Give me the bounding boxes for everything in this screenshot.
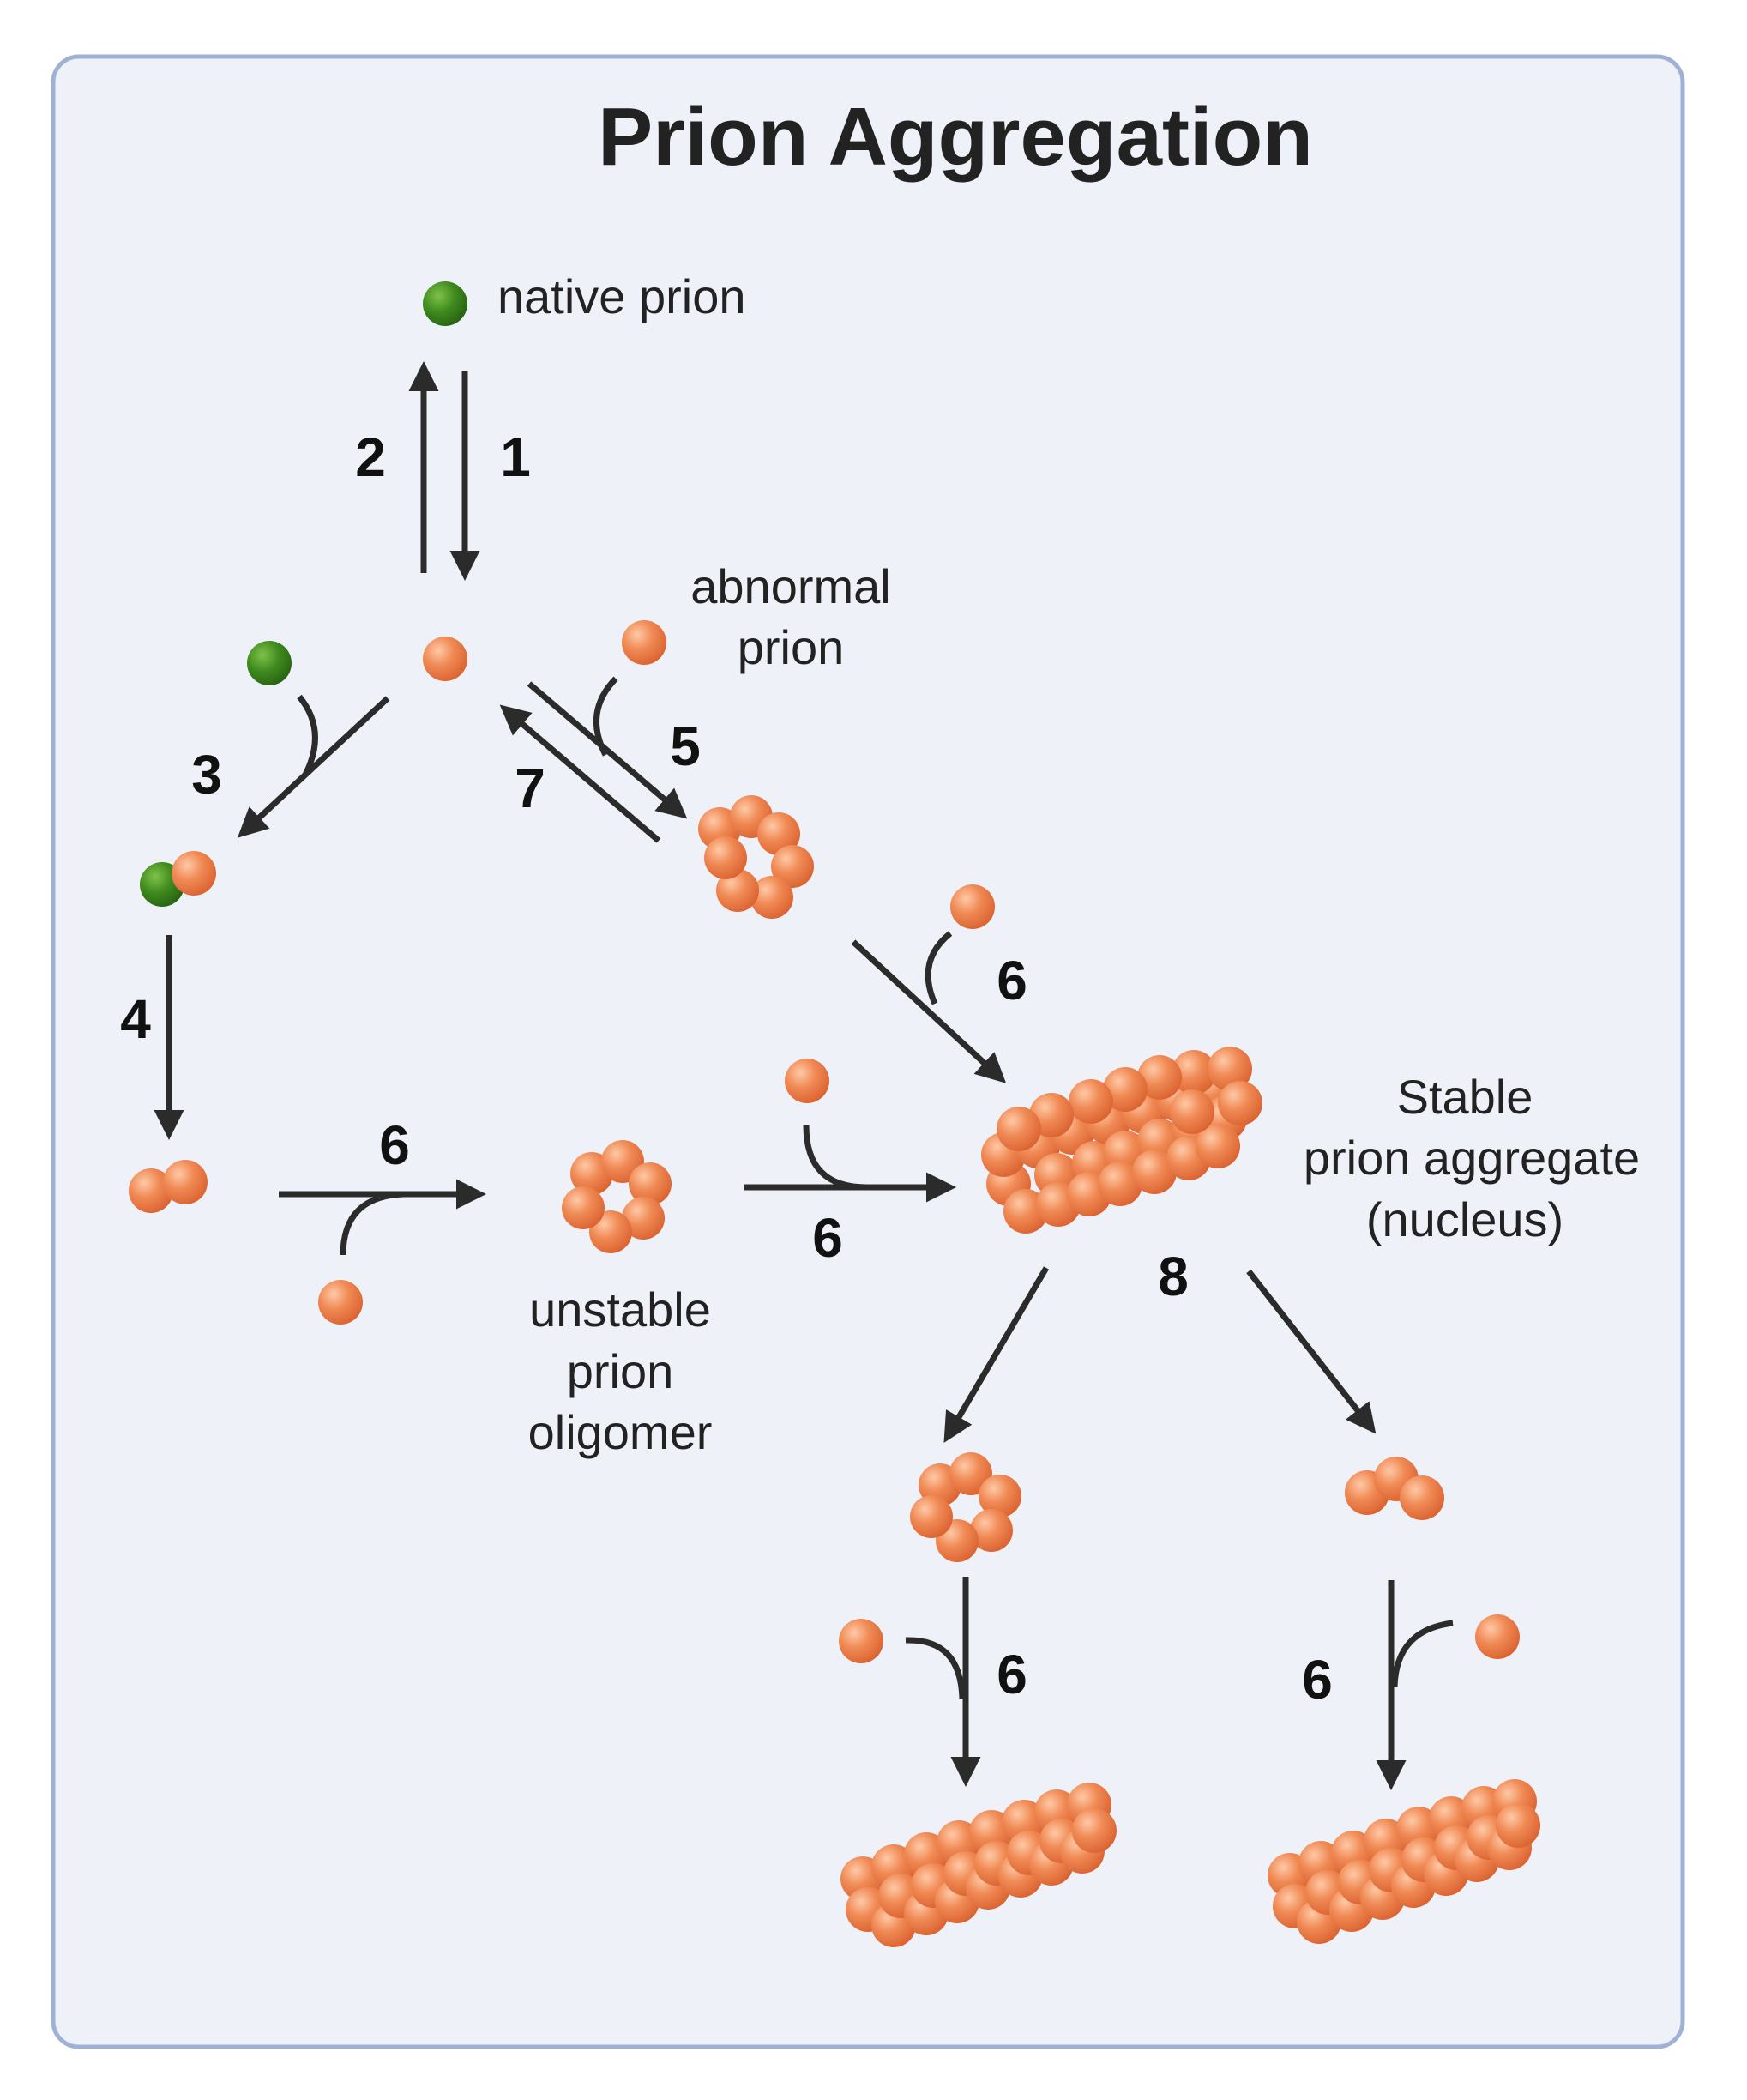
aggregate-lower-left: [840, 1783, 1117, 1947]
unstable-prion-oligomer: [562, 1140, 672, 1253]
fragment-ring-oligomer: [910, 1452, 1021, 1562]
abnormal-prion-monomer: [423, 637, 467, 681]
arrow-step-8-left: [943, 1266, 1050, 1444]
step-6-label-e: 6: [1302, 1649, 1333, 1711]
step-6-join-curve-b: [803, 1125, 867, 1191]
ring-oligomer-upper: [698, 795, 814, 919]
abnormal-dimer-b: [163, 1160, 208, 1204]
step-3-label: 3: [191, 744, 222, 806]
added-monomer-a: [318, 1280, 363, 1325]
step-1-label: 1: [500, 426, 531, 488]
step-6-join-curve-c: [925, 931, 953, 1005]
arrow-step-3: [237, 696, 390, 838]
native-prion-icon: [423, 281, 467, 326]
step-4-label: 4: [120, 988, 151, 1050]
stable-label-line1: Stable: [1397, 1070, 1533, 1124]
hetero-dimer-abnormal: [172, 851, 216, 896]
stable-label-line3: (nucleus): [1366, 1192, 1563, 1246]
aggregate-lower-right: [1268, 1779, 1540, 1944]
added-monomer-e: [1475, 1614, 1520, 1659]
unstable-label-line1: unstable: [529, 1282, 711, 1337]
abnormal-prion-label-line1: abnormal: [690, 559, 890, 613]
step-6-label-b: 6: [812, 1207, 843, 1269]
stable-label-line2: prion aggregate: [1304, 1131, 1640, 1185]
arrow-step-7: [499, 704, 661, 843]
added-monomer-b: [785, 1059, 829, 1103]
abnormal-dimer-a: [129, 1168, 173, 1213]
native-prion-step3: [247, 641, 292, 685]
native-prion-label: native prion: [497, 269, 746, 323]
step-8-label: 8: [1158, 1246, 1189, 1307]
panel-background: [51, 54, 1685, 2049]
stable-prion-aggregate: [981, 1047, 1262, 1234]
diagram-title: Prion Aggregation: [598, 91, 1313, 183]
fragment-trimer: [1345, 1457, 1444, 1520]
abnormal-prion-icon: [622, 620, 666, 665]
step-6-join-curve-a: [340, 1191, 404, 1256]
unstable-label-line2: prion: [567, 1344, 674, 1398]
step-6-join-curve-e: [1391, 1620, 1454, 1687]
step-3-join-curve: [297, 694, 318, 776]
step-2-label: 2: [355, 426, 386, 488]
arrow-step-6-upper: [851, 939, 1007, 1083]
step-7-label: 7: [515, 757, 545, 819]
abnormal-prion-label-line2: prion: [738, 620, 845, 674]
step-6-label-a: 6: [379, 1114, 410, 1176]
arrow-step-8-right: [1246, 1269, 1377, 1434]
step-6-join-curve-d: [905, 1637, 966, 1699]
step-5-join-curve: [593, 676, 618, 757]
added-monomer-c: [950, 884, 995, 929]
step-5-label: 5: [670, 715, 701, 777]
unstable-label-line3: oligomer: [528, 1405, 713, 1459]
step-6-label-d: 6: [997, 1644, 1027, 1705]
added-monomer-d: [839, 1619, 883, 1663]
step-6-label-c: 6: [997, 950, 1027, 1011]
